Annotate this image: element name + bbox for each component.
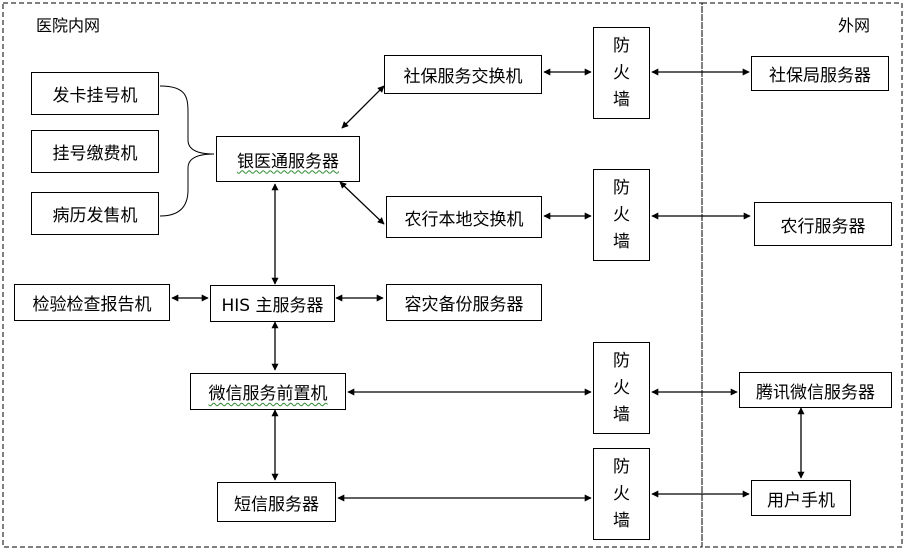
reg-pay-node: 挂号缴费机 [31,130,159,173]
bank-med-server-label: 银医通服务器 [237,151,339,172]
internet-zone [701,2,903,548]
firewall-char: 墙 [613,231,630,252]
lab-report-node: 检验检查报告机 [14,284,170,321]
kiosk-brace [159,85,215,217]
firewall-char: 火 [613,204,630,225]
social-switch-node: 社保服务交换机 [384,55,542,94]
firewall-char: 墙 [613,510,630,531]
internet-label: 外网 [838,16,871,35]
card-issuer-node: 发卡挂号机 [31,72,159,115]
disaster-backup-node: 容灾备份服务器 [386,284,542,321]
bank-med-server-node: 银医通服务器 [216,136,360,182]
his-server-node: HIS 主服务器 [210,285,335,322]
firewall-char: 墙 [613,89,630,110]
firewall-char: 防 [613,350,630,371]
abc-switch-node: 农行本地交换机 [386,196,542,238]
firewall-1: 防 火 墙 [593,27,650,119]
wechat-front-label: 微信服务前置机 [208,384,328,404]
firewall-char: 墙 [613,404,630,425]
firewall-char: 防 [613,35,630,56]
abc-server-node: 农行服务器 [754,202,892,246]
tencent-wechat-server-node: 腾讯微信服务器 [739,372,892,408]
firewall-3: 防 火 墙 [593,342,650,434]
social-bureau-server-node: 社保局服务器 [751,56,889,91]
link-bankmed-abcswitch [339,181,385,225]
wechat-front-node: 微信服务前置机 [190,373,346,410]
firewall-char: 火 [613,483,630,504]
intranet-label: 医院内网 [36,16,101,35]
firewall-char: 防 [613,177,630,198]
firewall-4: 防 火 墙 [593,448,650,540]
link-bankmed-socialswitch [341,85,385,129]
firewall-2: 防 火 墙 [593,169,650,261]
record-sell-node: 病历发售机 [31,192,159,235]
firewall-char: 火 [613,377,630,398]
sms-server-node: 短信服务器 [217,482,336,522]
user-phone-node: 用户手机 [751,480,851,516]
firewall-char: 防 [613,456,630,477]
firewall-char: 火 [613,62,630,83]
